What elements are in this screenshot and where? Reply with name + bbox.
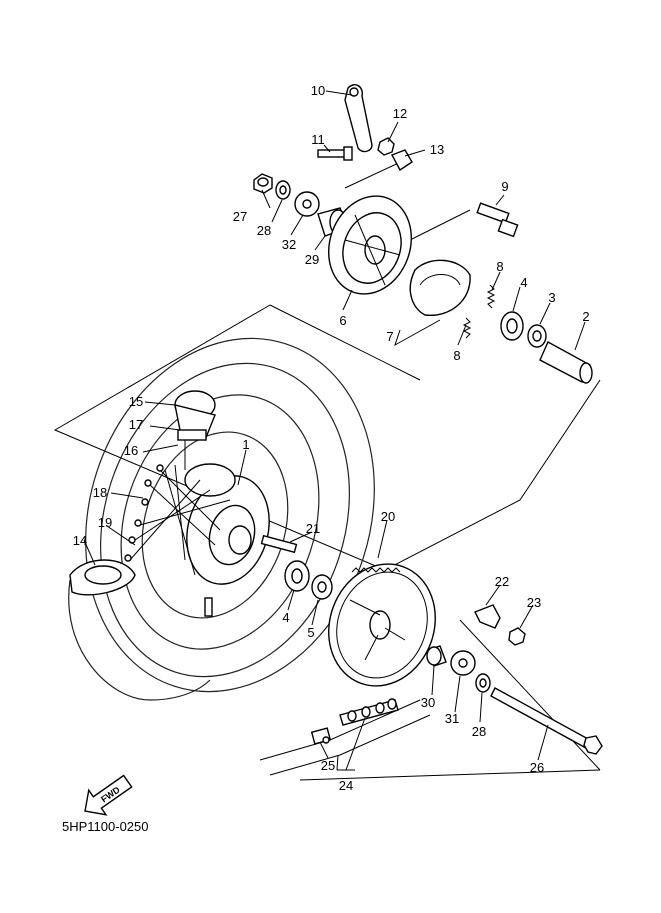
callout-21: 21 xyxy=(306,521,320,536)
brake-shoe-7 xyxy=(409,259,471,316)
callout-26: 26 xyxy=(530,760,544,775)
callout-7: 7 xyxy=(386,329,393,344)
chain-24 xyxy=(339,698,399,726)
callout-11: 11 xyxy=(311,132,325,147)
nut-12 xyxy=(377,137,395,156)
tire-section xyxy=(69,559,136,596)
callout-18: 18 xyxy=(93,485,107,500)
callout-32: 32 xyxy=(282,237,296,252)
spokes xyxy=(124,464,231,576)
washer-28-top xyxy=(275,180,291,200)
bracket-22 xyxy=(474,604,501,629)
axle-stud-21 xyxy=(260,534,298,554)
callout-17: 17 xyxy=(129,417,143,432)
leader-lines xyxy=(83,90,586,771)
bearing-4-top xyxy=(500,311,524,341)
sprocket-20 xyxy=(328,563,436,687)
washer-28-bottom xyxy=(475,673,491,693)
callout-30: 30 xyxy=(421,695,435,710)
nut-27 xyxy=(253,173,273,194)
callout-29: 29 xyxy=(305,252,319,267)
callout-12: 12 xyxy=(393,106,407,121)
callout-31: 31 xyxy=(445,711,459,726)
valve-stem xyxy=(204,597,213,617)
spring-8 xyxy=(462,284,496,339)
collar-30 xyxy=(426,645,447,667)
callout-24: 24 xyxy=(339,778,353,793)
callout-23: 23 xyxy=(527,595,541,610)
callout-28-bottom: 28 xyxy=(472,724,486,739)
callout-2: 2 xyxy=(582,309,589,324)
callout-22: 22 xyxy=(495,574,509,589)
callout-4-top: 4 xyxy=(520,275,527,290)
brake-panel-6 xyxy=(328,195,412,295)
tube-and-rim-band xyxy=(174,390,216,470)
callout-4-bottom: 4 xyxy=(282,610,289,625)
master-link-25 xyxy=(310,727,332,745)
callout-8-bottom: 8 xyxy=(453,348,460,363)
callout-14: 14 xyxy=(73,533,87,548)
callout-9: 9 xyxy=(501,179,508,194)
callout-28-top: 28 xyxy=(257,223,271,238)
gear-32 xyxy=(294,191,320,217)
callout-20: 20 xyxy=(381,509,395,524)
callout-19: 19 xyxy=(98,515,112,530)
callout-3: 3 xyxy=(548,290,555,305)
callout-16: 16 xyxy=(124,443,138,458)
callout-6: 6 xyxy=(339,313,346,328)
callout-5: 5 xyxy=(307,625,314,640)
collar-2 xyxy=(539,341,593,384)
callout-10: 10 xyxy=(311,83,325,98)
axle-26 xyxy=(490,687,603,755)
callout-25: 25 xyxy=(321,758,335,773)
assembly-frame-lines xyxy=(53,159,601,781)
brake-lever-10 xyxy=(344,84,373,153)
callout-27: 27 xyxy=(233,209,247,224)
hub xyxy=(184,463,270,585)
nut-23 xyxy=(508,627,526,646)
callout-13: 13 xyxy=(430,142,444,157)
adjuster-31 xyxy=(450,650,476,676)
bearing-4-bottom xyxy=(284,560,310,592)
callout-15: 15 xyxy=(129,394,143,409)
callout-1: 1 xyxy=(242,437,249,452)
seal-3 xyxy=(527,324,547,348)
forward-arrow: FWD xyxy=(84,774,133,816)
callout-labels: 10 11 12 13 9 27 28 32 29 8 4 3 2 6 7 8 … xyxy=(73,83,590,793)
cable-fitting-9 xyxy=(476,202,519,238)
seal-5 xyxy=(311,574,333,600)
bolt-11 xyxy=(317,146,353,161)
callout-8-top: 8 xyxy=(496,259,503,274)
figure-code: 5HP1100-0250 xyxy=(62,819,149,834)
washer-13 xyxy=(391,149,413,172)
